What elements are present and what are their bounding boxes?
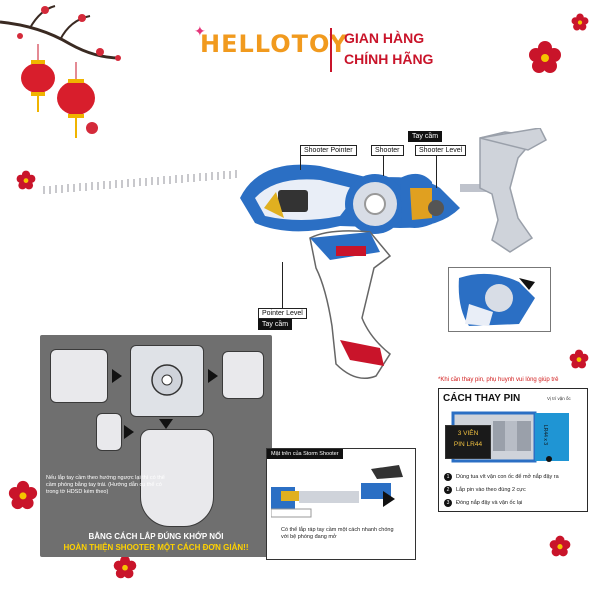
- plum-flower-icon: [113, 555, 137, 579]
- plum-flower-icon: [529, 41, 561, 73]
- grip-part-image: [96, 413, 122, 451]
- leader-line: [300, 152, 301, 170]
- callout-tay-cam-top: Tay cầm: [408, 131, 443, 142]
- handle-detail-image: [448, 267, 551, 332]
- arrow-right-icon: [112, 369, 122, 383]
- leader-line: [436, 154, 437, 188]
- storm-shooter-top-panel: Mặt trên của Storm Shooter Có thể lắp rá…: [266, 448, 416, 560]
- brand-tagline: GIAN HÀNG CHÍNH HÃNG: [344, 28, 433, 70]
- plum-flower-icon: [571, 13, 589, 31]
- callout-pointer-level: Pointer Level: [258, 308, 307, 319]
- assembly-caption-line-2: HOÀN THIỆN SHOOTER MỘT CÁCH ĐƠN GIẢN!!: [63, 543, 249, 552]
- battery-spec-label: 3 VIÊN PIN LR44: [445, 425, 491, 459]
- sparkle-icon: ✦: [194, 24, 207, 40]
- battery-parent-note: *Khi cần thay pin, phụ huynh vui lòng gi…: [438, 377, 559, 383]
- callout-shooter-level: Shooter Level: [415, 145, 467, 156]
- callout-shooter-pointer: Shooter Pointer: [300, 145, 357, 156]
- storm-shooter-header: Mặt trên của Storm Shooter: [267, 449, 343, 459]
- battery-card-title: CÁCH THAY PIN: [443, 393, 521, 404]
- arrow-down-icon: [159, 419, 173, 429]
- blossom-branch-decoration: [0, 5, 121, 138]
- step-number-1: 1: [444, 473, 452, 481]
- callout-shooter: Shooter: [371, 145, 404, 156]
- step-text-3: Đóng nắp đậy và vặn ốc lại: [456, 500, 523, 506]
- step-text-1: Dùng tua vít vặn con ốc để mở nắp đậy ra: [456, 474, 559, 480]
- arrow-right-icon: [208, 369, 218, 383]
- brand-tagline-line-2: CHÍNH HÃNG: [344, 51, 434, 67]
- battery-step-1: 1 Dùng tua vít vặn con ốc để mở nắp đậy r…: [444, 473, 559, 481]
- battery-side-text: LR44 x 3: [542, 425, 548, 446]
- assembly-instructions-panel: Nếu lắp tay cầm theo hướng ngược lại thì…: [40, 335, 272, 557]
- battery-step-2: 2 Lắp pin vào theo đúng 2 cực: [444, 486, 526, 494]
- leader-line: [282, 262, 283, 322]
- arrow-right-icon: [124, 425, 134, 439]
- assembly-hint-text: Nếu lắp tay cầm theo hướng ngược lại thì…: [46, 475, 165, 495]
- battery-spec-line-2: PIN LR44: [453, 441, 483, 448]
- brand-logo: ✦ HELLOTOY: [194, 24, 348, 58]
- battery-change-card: CÁCH THAY PIN Vị trí vặn ốc 3 VIÊN PIN L…: [438, 388, 588, 512]
- step-text-2: Lắp pin vào theo đúng 2 cực: [456, 487, 526, 493]
- plum-flower-icon: [549, 535, 571, 557]
- gear-disc-icon: [151, 364, 183, 396]
- step-number-3: 3: [444, 499, 452, 507]
- assembled-handle-image: [140, 429, 214, 527]
- brand-tagline-line-1: GIAN HÀNG: [344, 30, 425, 46]
- brand-divider: [330, 28, 332, 72]
- leader-line: [383, 156, 384, 176]
- brand-name: HELLOTOY: [200, 30, 348, 58]
- battery-step-3: 3 Đóng nắp đậy và vặn ốc lại: [444, 499, 522, 507]
- plum-flower-icon: [569, 349, 589, 369]
- handle-part-image: [50, 349, 108, 403]
- assembly-caption-line-1: BẰNG CÁCH LẮP ĐÚNG KHỚP NỐI: [88, 532, 224, 541]
- storm-shooter-description: Có thể lắp ráp tay cầm một cách nhanh ch…: [281, 527, 394, 540]
- shooter-toy-illustration: [43, 128, 547, 379]
- storm-shooter-top-image: [271, 465, 403, 518]
- front-part-image: [222, 351, 264, 399]
- battery-spec-line-1: 3 VIÊN: [457, 430, 479, 437]
- plum-flower-icon: [8, 480, 38, 510]
- screw-position-label: Vị trí vặn ốc: [547, 396, 571, 401]
- step-number-2: 2: [444, 486, 452, 494]
- plum-flower-icon: [16, 170, 36, 190]
- callout-tay-cam-bottom: Tay cầm: [258, 319, 293, 330]
